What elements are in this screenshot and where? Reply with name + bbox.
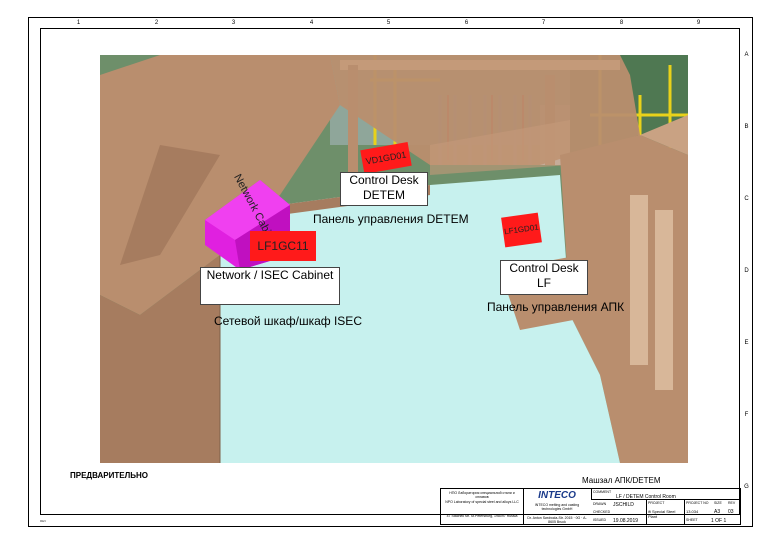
label-network-ru: Сетевой шкаф/шкаф ISEC: [214, 314, 362, 328]
comment-value: LF / DETEM Control Room: [616, 494, 676, 500]
drawn-label: DRAWN: [593, 502, 607, 506]
inteco-address: Dr. Anton Swoboda-Str. 2015 · 0G · A-860…: [527, 516, 587, 524]
preliminary-stamp: ПРЕДВАРИТЕЛЬНО: [70, 471, 148, 480]
sheet-value: 1 OF 1: [711, 518, 727, 524]
row-label: C: [744, 196, 749, 202]
rev-value: 03: [728, 509, 734, 515]
column-label: 3: [231, 20, 236, 26]
inner-border: [40, 28, 740, 515]
column-label: 4: [309, 20, 314, 26]
tag-lf1gd01: LF1GD01: [501, 212, 542, 248]
issued-label: ISSUED: [593, 518, 607, 522]
column-label: 7: [541, 20, 546, 26]
rev-strip-label: REV: [40, 519, 47, 523]
column-label: 2: [154, 20, 159, 26]
project-no-value: 13.034: [686, 509, 699, 514]
comment-label: COMMENT: [593, 490, 612, 494]
company-name-en: NPO Laboratory of special steel and allo…: [445, 500, 519, 504]
company-address: 47 Stachek str. St.Petersburg, 198097 Ru…: [446, 514, 518, 518]
room-3d-view: [100, 55, 688, 463]
row-label: D: [744, 268, 749, 274]
column-label: 8: [619, 20, 624, 26]
sheet-label: SHEET: [686, 518, 698, 522]
row-label: G: [744, 484, 749, 490]
project-label: PROJECT: [648, 501, 665, 505]
label-control-desk-lf: Control Desk LF: [500, 260, 588, 295]
label-network-cabinet: Network / ISEC Cabinet: [200, 267, 340, 305]
inteco-logo: INTECO: [538, 490, 576, 501]
drawn-value: JSCHILD: [613, 502, 634, 508]
column-label: 1: [76, 20, 81, 26]
issued-value: 19.08.2019: [613, 518, 639, 524]
row-label: F: [744, 412, 749, 418]
row-label: A: [744, 52, 749, 58]
outer-border: [28, 17, 753, 527]
tag-lf1gc11: LF1GC11: [250, 231, 316, 261]
control-room-render: Network Cabinet VD1GD01 LF1GD01 LF1GC11 …: [100, 55, 688, 463]
rev-label: REV: [728, 501, 736, 505]
drawing-title: Машзал АПК/DETEM: [582, 476, 661, 485]
size-value: A3: [714, 509, 721, 515]
size-label: SIZE: [714, 501, 722, 505]
row-label: E: [744, 340, 749, 346]
column-label: 5: [386, 20, 391, 26]
revision-strip: REV: [40, 518, 440, 525]
checked-label: CHECKED: [593, 510, 611, 514]
label-detem-ru: Панель управления DETEM: [313, 212, 469, 226]
column-label: 6: [464, 20, 469, 26]
column-label: 9: [696, 20, 701, 26]
company-name-ru: НПО Лаборатория специальной стали и спла…: [449, 491, 515, 499]
label-lf-ru: Панель управления АПК: [487, 300, 625, 314]
title-block: НПО Лаборатория специальной стали и спла…: [440, 488, 741, 525]
project-value: ifi Special Steel Plant: [648, 509, 676, 519]
label-control-desk-detem: Control Desk DETEM: [340, 172, 428, 206]
row-label: B: [744, 124, 749, 130]
project-no-label: PROJECT NO: [686, 501, 709, 505]
inteco-name: INTECO melting and casting technologies …: [534, 503, 580, 511]
